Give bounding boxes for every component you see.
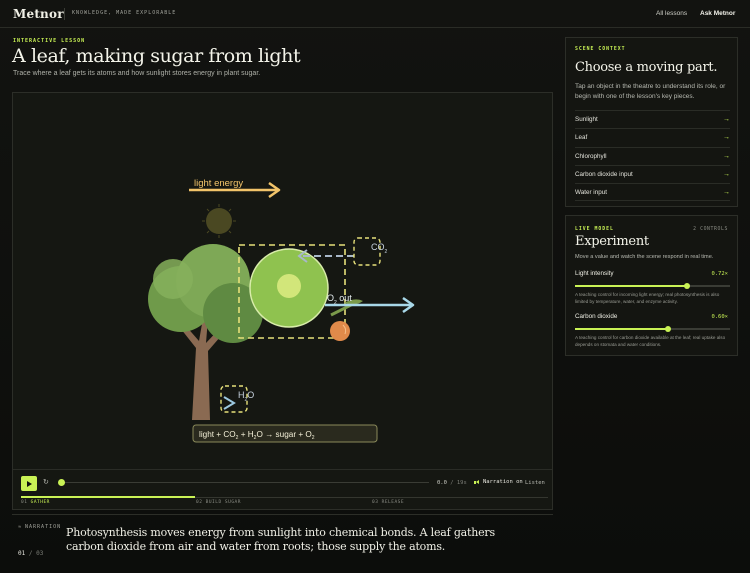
light-energy-label: light energy	[194, 178, 243, 189]
list-item-leaf[interactable]: Leaf→	[575, 128, 730, 146]
chapter-gather[interactable]: 01 GATHER	[21, 500, 50, 505]
all-lessons-link[interactable]: All lessons	[656, 10, 688, 17]
tagline: KNOWLEDGE, MADE EXPLORABLE	[72, 10, 177, 16]
experiment-card: LIVE MODEL 2 CONTROLS Experiment Move a …	[565, 215, 738, 356]
logo[interactable]: Metnor	[13, 7, 64, 21]
h2o-input-arrow	[223, 396, 236, 410]
speaker-icon	[474, 479, 480, 485]
list-item-water[interactable]: Water input→	[575, 183, 730, 202]
carbon-dioxide-label: Carbon dioxide	[575, 313, 618, 320]
scene-context-desc: Tap an object in the theatre to understa…	[575, 83, 726, 100]
co2-input-arrow[interactable]	[297, 249, 354, 263]
scene-context-title: Choose a moving part.	[575, 60, 718, 75]
experiment-desc: Move a value and watch the scene respond…	[575, 254, 714, 260]
narration-panel: ≈NARRATION Photosynthesis moves energy f…	[12, 514, 553, 573]
top-bar: Metnor KNOWLEDGE, MADE EXPLORABLE All le…	[0, 0, 750, 28]
chapter-progress-track	[21, 497, 548, 498]
narration-counter: 01 / 03	[18, 550, 44, 557]
arrow-right-icon: →	[723, 188, 730, 196]
equation-text: light + CO2 + H2O → sugar + O2	[199, 430, 315, 441]
chapter-build-sugar[interactable]: 02 BUILD SUGAR	[196, 500, 241, 505]
list-item-chlorophyll[interactable]: Chlorophyll→	[575, 146, 730, 165]
time-readout: 0.0 / 19s	[437, 480, 467, 486]
wave-icon: ≈	[18, 524, 23, 530]
key-pieces-list: Sunlight→ Leaf→ Chlorophyll→ Carbon diox…	[575, 110, 730, 202]
controls-count: 2 CONTROLS	[693, 227, 728, 232]
carbon-dioxide-value: 0.60×	[711, 314, 728, 320]
experiment-eyebrow: LIVE MODEL	[575, 227, 614, 232]
play-button[interactable]	[21, 476, 37, 491]
fruit-icon[interactable]	[330, 321, 350, 341]
page-subtitle: Trace where a leaf gets its atoms and ho…	[13, 70, 261, 77]
light-intensity-slider[interactable]	[575, 283, 730, 289]
experiment-title: Experiment	[575, 234, 649, 249]
carbon-dioxide-slider[interactable]	[575, 326, 730, 332]
page-title: A leaf, making sugar from light	[12, 45, 301, 67]
light-intensity-value: 0.72×	[711, 271, 728, 277]
leaf-focus-frame	[238, 244, 346, 339]
co2-label: CO2	[371, 242, 388, 255]
list-item-carbon-dioxide[interactable]: Carbon dioxide input→	[575, 164, 730, 183]
timeline-scrubber[interactable]	[58, 479, 429, 486]
arrow-right-icon: →	[723, 152, 730, 160]
scene-theatre: light energy	[12, 92, 553, 510]
logo-divider	[64, 8, 65, 20]
h2o-molecule-box[interactable]	[220, 385, 248, 413]
arrow-right-icon: →	[723, 116, 730, 124]
light-intensity-help: A teaching control for incoming light en…	[575, 292, 720, 304]
narration-toggle[interactable]: Narration on	[474, 479, 523, 485]
small-leaf-icon	[344, 299, 363, 305]
replay-icon[interactable]: ↻	[43, 479, 49, 486]
scene-context-eyebrow: SCENE CONTEXT	[575, 47, 626, 52]
chapter-release[interactable]: 03 RELEASE	[372, 500, 405, 505]
narration-text: Photosynthesis moves energy from sunligh…	[66, 526, 495, 553]
sunlight-arrow[interactable]	[189, 181, 281, 199]
tree-illustration[interactable]	[148, 244, 263, 420]
ask-metnor-link[interactable]: Ask Metnor	[700, 10, 736, 17]
lesson-eyebrow: INTERACTIVE LESSON	[13, 38, 86, 44]
o2-out-label: O2 out	[327, 293, 352, 306]
co2-molecule-box[interactable]	[353, 237, 381, 266]
chapter-progress-fill	[21, 496, 195, 498]
arrow-right-icon: →	[723, 171, 730, 179]
listen-button[interactable]: Listen	[525, 480, 545, 486]
o2-output-arrow[interactable]	[325, 296, 415, 314]
carbon-dioxide-help: A teaching control for carbon dioxide av…	[575, 335, 726, 347]
scene-canvas: light energy	[148, 178, 415, 443]
narration-label: ≈NARRATION	[18, 524, 62, 530]
sun-icon[interactable]	[202, 204, 236, 238]
playback-controls: ↻ 0.0 / 19s Narration on Listen 01 GATHE…	[13, 469, 552, 509]
light-intensity-label: Light intensity	[575, 270, 614, 277]
scene-context-card: SCENE CONTEXT Choose a moving part. Tap …	[565, 37, 738, 207]
list-item-sunlight[interactable]: Sunlight→	[575, 110, 730, 128]
play-icon	[26, 480, 32, 487]
arrow-right-icon: →	[723, 134, 730, 142]
equation-box	[192, 424, 378, 443]
carbon-dioxide-handle[interactable]	[665, 326, 671, 332]
timeline-handle[interactable]	[58, 479, 65, 486]
light-intensity-handle[interactable]	[683, 283, 690, 289]
h2o-label: H2O	[238, 390, 254, 403]
leaf-cell-icon[interactable]	[249, 248, 329, 328]
